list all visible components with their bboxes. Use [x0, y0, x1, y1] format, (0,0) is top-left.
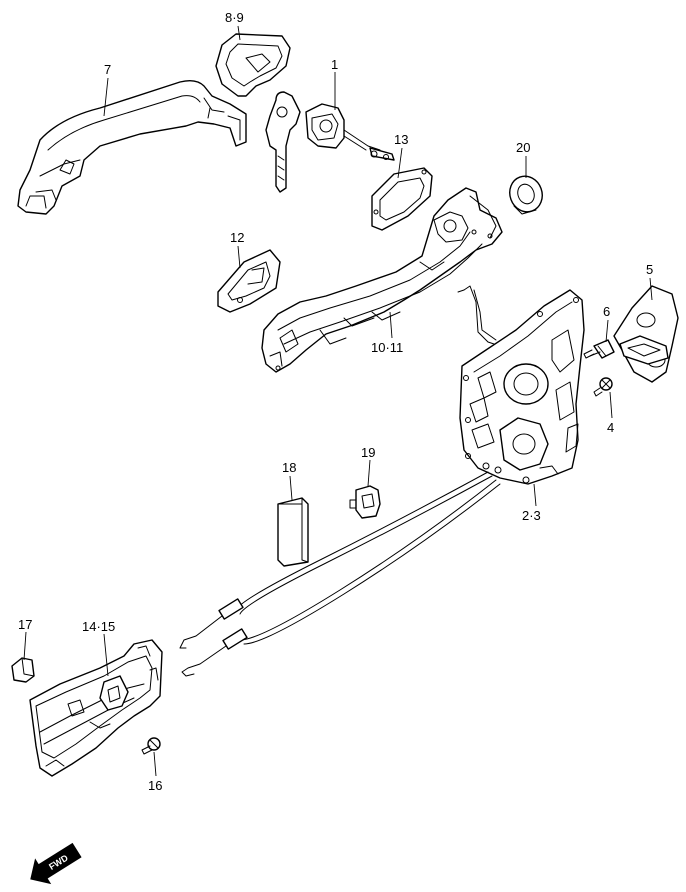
rod-clip-part — [349, 485, 381, 519]
screw-4-part — [593, 377, 613, 397]
callout-1: 1 — [331, 57, 338, 72]
key-cylinder-part — [265, 91, 395, 193]
handle-clip-part — [217, 249, 281, 313]
callout-16: 16 — [148, 778, 162, 793]
grommet-part — [509, 175, 543, 215]
callout-20: 20 — [516, 140, 530, 155]
callout-8-9: 8·9 — [225, 10, 244, 25]
screw-16-part — [141, 737, 161, 755]
callout-4: 4 — [607, 420, 614, 435]
callout-17: 17 — [18, 617, 32, 632]
callout-14-15: 14·15 — [82, 619, 115, 634]
handle-cap-part — [11, 657, 35, 683]
control-cables-part — [179, 471, 501, 677]
callout-12: 12 — [230, 230, 244, 245]
callout-18: 18 — [282, 460, 296, 475]
callout-2-3: 2·3 — [522, 508, 541, 523]
inside-handle-part — [29, 639, 163, 777]
callout-13: 13 — [394, 132, 408, 147]
door-striker-part — [613, 285, 679, 383]
outside-handle-part — [17, 79, 247, 215]
callout-5: 5 — [646, 262, 653, 277]
handle-frame-part — [261, 187, 503, 373]
callout-19: 19 — [361, 445, 375, 460]
callout-6: 6 — [603, 304, 610, 319]
callout-10-11: 10·11 — [371, 340, 403, 355]
screw-6-part — [583, 339, 615, 359]
sound-pad-part — [277, 497, 309, 567]
handle-gasket-part — [371, 167, 433, 231]
forward-direction-arrow: FWD — [30, 842, 82, 885]
outer-handle-cover-part — [215, 33, 291, 97]
callout-7: 7 — [104, 62, 111, 77]
door-lock-assembly-part — [457, 285, 585, 485]
leader-lines — [23, 25, 653, 777]
callout-labels: 8·9 7 1 13 20 12 5 6 10·11 4 18 19 2·3 1… — [18, 10, 653, 793]
